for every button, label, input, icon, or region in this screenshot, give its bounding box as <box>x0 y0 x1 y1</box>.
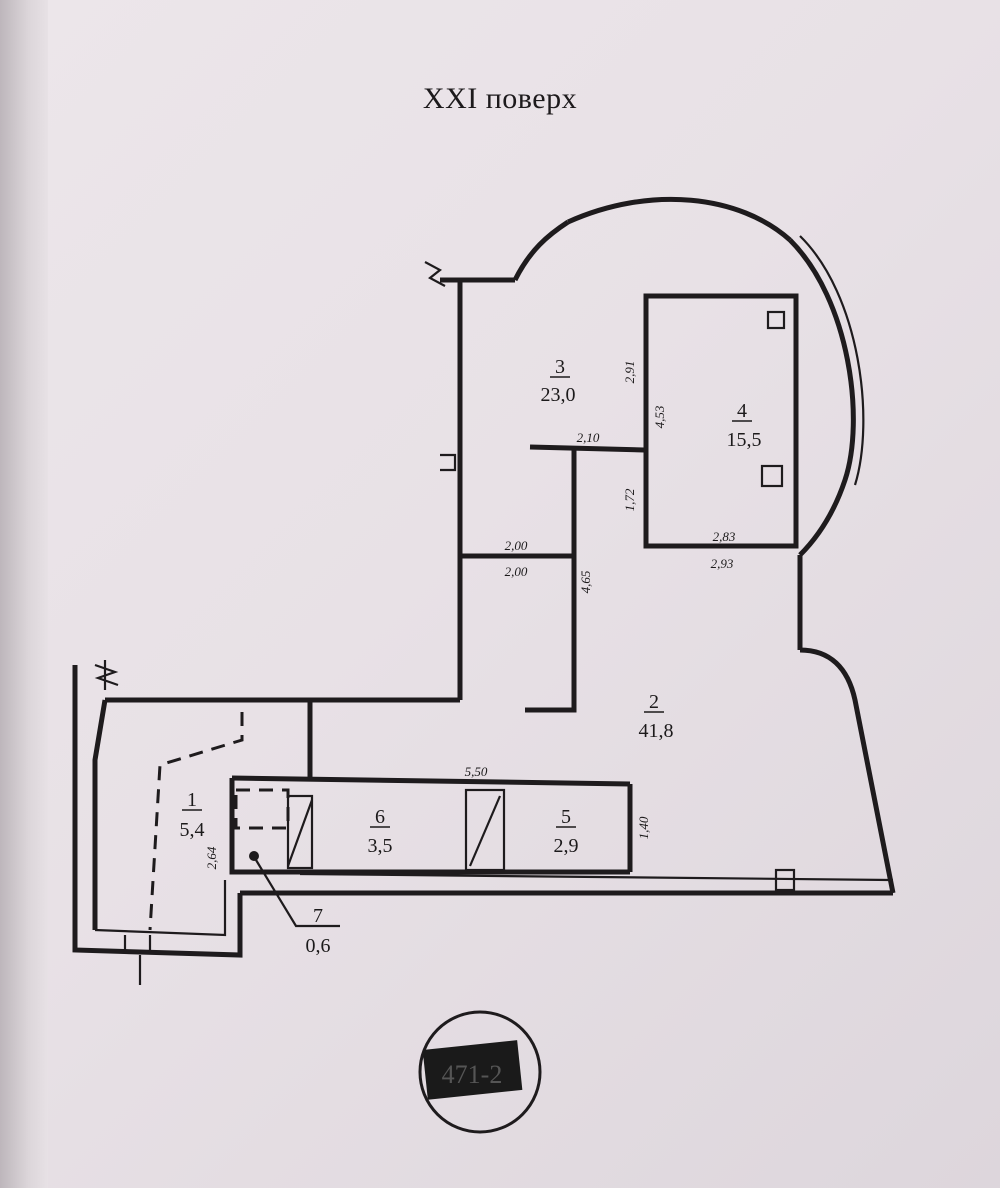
dim-4-65: 4,65 <box>578 570 593 593</box>
room3-number: 3 <box>555 356 565 378</box>
wall-room1-bottom <box>94 880 227 937</box>
room4-column-top <box>766 310 786 330</box>
room7-area: 0,6 <box>306 935 331 957</box>
room6-number: 6 <box>375 806 385 828</box>
wall-bottom-inner <box>299 872 894 882</box>
wall-room1-left <box>92 699 108 930</box>
room7-outline <box>234 788 290 830</box>
room1-dashed-line <box>148 712 244 931</box>
wall-arc-top <box>566 196 792 242</box>
room4-area: 15,5 <box>727 429 762 451</box>
inner-walls <box>148 293 799 931</box>
room4-walls <box>643 293 799 549</box>
door-room6 <box>286 794 314 870</box>
wall-notch <box>440 453 457 472</box>
room1-number: 1 <box>187 789 197 811</box>
seal-circle <box>418 1010 542 1134</box>
room-labels: 3 23,0 4 15,5 2 41,8 1 5,4 6 3,5 5 2,9 7… <box>180 356 762 957</box>
seal-redaction <box>422 1040 523 1100</box>
dim-1-40: 1,40 <box>636 816 651 839</box>
room2-area: 41,8 <box>639 720 674 742</box>
riser-dot <box>249 851 259 861</box>
door-room5-swing <box>468 795 502 867</box>
wall-room1-bottom-ticks <box>123 935 152 952</box>
wall-arc-small <box>512 219 570 282</box>
wall-room1-outer <box>72 665 243 958</box>
page-number: 471-2 <box>442 1060 503 1089</box>
wall-right-slant <box>799 647 896 894</box>
dim-4-53: 4,53 <box>652 405 667 428</box>
room4-column-mid <box>760 464 784 488</box>
wall-arc-right <box>788 238 856 557</box>
floor-title: XXI поверх <box>422 82 578 115</box>
previous-page-edge <box>0 0 48 1188</box>
door-room5 <box>464 788 506 872</box>
room7-number: 7 <box>313 905 323 927</box>
dim-2-00-bottom: 2,00 <box>505 564 528 579</box>
room2-number: 2 <box>649 691 659 713</box>
dim-2-93: 2,93 <box>711 556 734 571</box>
dim-2-91: 2,91 <box>622 361 637 384</box>
break-mark-top <box>424 261 446 287</box>
wall-partition-210 <box>529 444 645 453</box>
room1-area: 5,4 <box>180 819 205 841</box>
dim-2-00-top: 2,00 <box>505 538 528 553</box>
wall-bath-top <box>231 775 631 787</box>
room5-area: 2,9 <box>554 835 579 857</box>
room6-area: 3,5 <box>368 835 393 857</box>
dim-5-50: 5,50 <box>465 764 488 779</box>
break-mark-left <box>94 660 119 690</box>
page-number-seal: 471-2 <box>418 1010 542 1134</box>
dimension-labels: 2,91 4,53 2,10 1,72 2,83 2,93 2,00 2,00 … <box>204 361 736 870</box>
dim-2-83: 2,83 <box>713 529 736 544</box>
dim-2-64: 2,64 <box>204 846 219 869</box>
dim-1-72: 1,72 <box>622 488 637 511</box>
dim-2-10: 2,10 <box>577 430 600 445</box>
outer-walls <box>72 196 896 985</box>
wall-arc-outer-line <box>799 235 865 486</box>
door-room6-swing <box>286 799 314 867</box>
wall-bath-bottom <box>229 778 630 875</box>
room3-area: 23,0 <box>541 384 576 406</box>
room7-leader <box>255 859 340 928</box>
room5-number: 5 <box>561 806 571 828</box>
column-bottom <box>774 868 796 892</box>
room4-number: 4 <box>737 400 747 422</box>
wall-corridor-right <box>525 450 577 713</box>
